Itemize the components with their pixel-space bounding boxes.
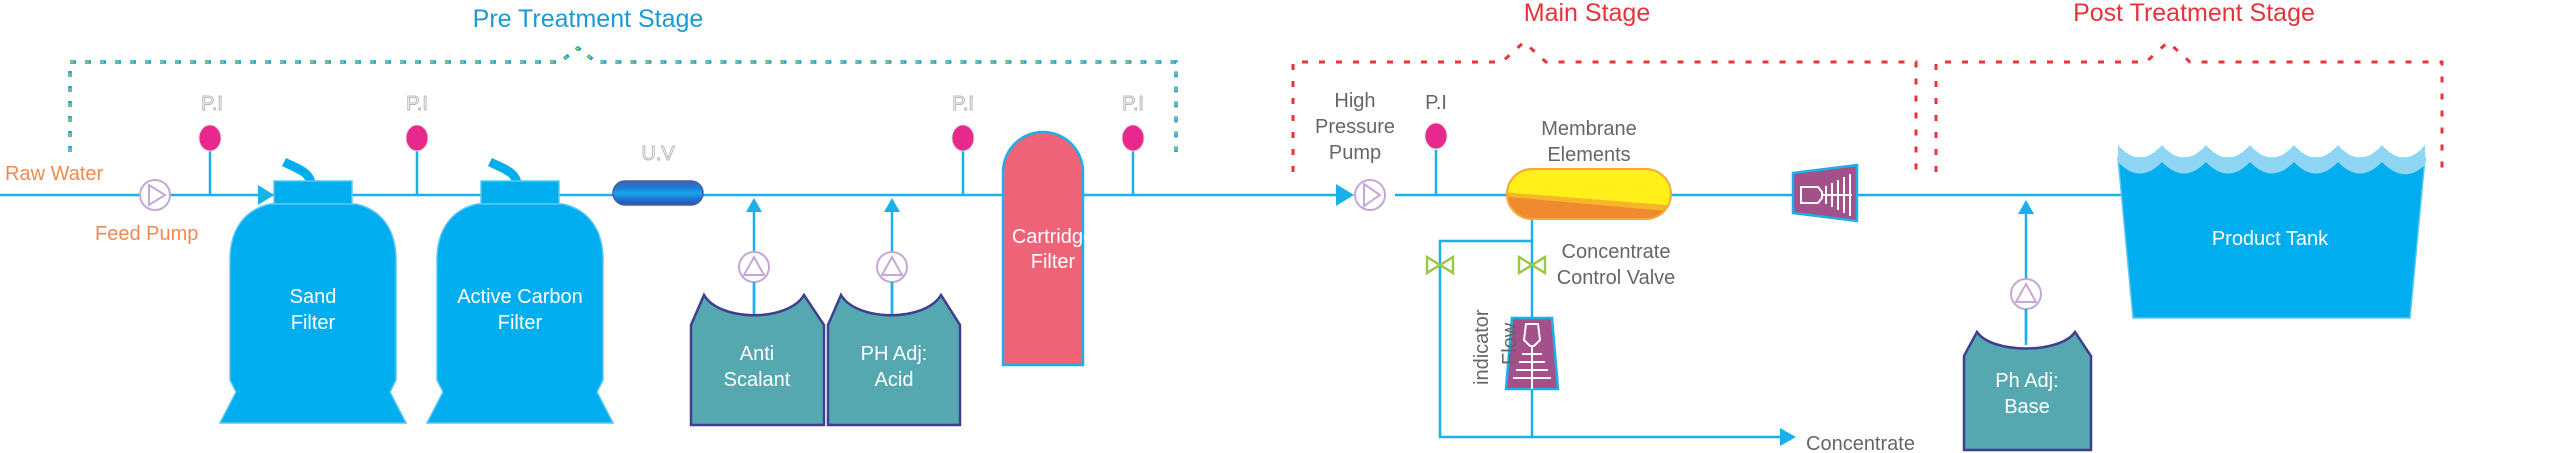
permeate-flow-meter[interactable] bbox=[1791, 163, 1859, 223]
bypass-valve[interactable] bbox=[1425, 254, 1455, 276]
pressure-gauge-icon bbox=[1121, 124, 1145, 152]
uv-sterilizer[interactable] bbox=[612, 180, 704, 206]
pressure-gauge-icon bbox=[951, 124, 975, 152]
post-treatment-stage-bracket bbox=[1934, 39, 2444, 172]
membrane-label-1: Membrane bbox=[1541, 118, 1637, 140]
pressure-indicator-2-label: P.I bbox=[406, 93, 428, 115]
feed-pump-icon[interactable] bbox=[139, 179, 171, 211]
concentrate-outlet-label: Concentrate bbox=[1806, 433, 1915, 453]
ccv-label-1: Concentrate bbox=[1562, 241, 1671, 263]
product-tank-label: Product Tank bbox=[2212, 228, 2329, 250]
pressure-indicator-3-label: P.I bbox=[952, 93, 974, 115]
pressure-indicator-1-label: P.I bbox=[201, 93, 223, 115]
ph-base-label-1: Ph Adj: bbox=[1995, 370, 2058, 392]
flow-indicator-label-2: indicator bbox=[1471, 309, 1493, 385]
cartridge-filter-label-1: Cartridge bbox=[1012, 226, 1094, 248]
flow-arrow-icon bbox=[258, 185, 274, 205]
sand-filter-label-1: Sand bbox=[290, 286, 337, 308]
raw-water-label: Raw Water bbox=[5, 163, 104, 185]
arrow-up-icon bbox=[2018, 200, 2034, 214]
pre-treatment-stage-bracket bbox=[68, 45, 1178, 152]
pre-treatment-stage-title: Pre Treatment Stage bbox=[473, 5, 704, 33]
pressure-indicator-4[interactable] bbox=[1121, 124, 1145, 195]
concentrate-flow-meter[interactable] bbox=[1504, 316, 1560, 391]
pressure-gauge-icon bbox=[405, 124, 429, 152]
uv-label: U.V bbox=[641, 143, 675, 165]
main-stage-bracket bbox=[1291, 39, 1918, 172]
anti-scalant-dosing[interactable]: Anti Scalant bbox=[689, 198, 826, 427]
ph-base-label-2: Base bbox=[2004, 396, 2050, 418]
pressure-indicator-1[interactable] bbox=[198, 124, 222, 195]
carbon-filter-label-2: Filter bbox=[498, 312, 543, 334]
anti-scalant-label-1: Anti bbox=[740, 343, 774, 365]
membrane-label-2: Elements bbox=[1547, 144, 1630, 166]
cartridge-filter-label-2: Filter bbox=[1031, 251, 1076, 273]
anti-scalant-label-2: Scalant bbox=[724, 369, 791, 391]
ph-acid-label-2: Acid bbox=[875, 369, 914, 391]
pressure-indicator-2[interactable] bbox=[405, 124, 429, 195]
ph-acid-label-1: PH Adj: bbox=[861, 343, 928, 365]
pressure-indicator-5[interactable] bbox=[1424, 122, 1448, 195]
flow-arrow-icon bbox=[1336, 184, 1354, 206]
pressure-indicator-4-label: P.I bbox=[1122, 93, 1144, 115]
arrow-right-icon bbox=[1780, 428, 1796, 446]
pressure-gauge-icon bbox=[198, 124, 222, 152]
post-treatment-stage-title: Post Treatment Stage bbox=[2073, 0, 2315, 27]
pressure-indicator-3[interactable] bbox=[951, 124, 975, 195]
sand-filter[interactable]: Sand Filter bbox=[218, 157, 408, 424]
ph-base-dosing[interactable]: Ph Adj: Base bbox=[1962, 200, 2093, 452]
membrane-elements[interactable] bbox=[1500, 168, 1680, 225]
carbon-filter-label-1: Active Carbon bbox=[457, 286, 583, 308]
ccv-label-2: Control Valve bbox=[1557, 267, 1676, 289]
hp-pump-label-1: High bbox=[1334, 90, 1375, 112]
pressure-indicator-5-label: P.I bbox=[1425, 92, 1447, 114]
feed-pump-label: Feed Pump bbox=[95, 223, 198, 245]
hp-pump-label-2: Pressure bbox=[1315, 116, 1395, 138]
concentrate-control-valve[interactable] bbox=[1517, 254, 1547, 276]
sand-filter-label-2: Filter bbox=[291, 312, 336, 334]
cartridge-filter[interactable]: Cartridge Filter bbox=[1001, 130, 1094, 367]
hp-pump-label-3: Pump bbox=[1329, 142, 1381, 164]
product-tank[interactable]: Product Tank bbox=[2117, 145, 2426, 319]
arrow-up-icon bbox=[746, 198, 762, 212]
high-pressure-pump-icon[interactable] bbox=[1354, 179, 1386, 211]
pressure-gauge-icon bbox=[1424, 122, 1448, 150]
arrow-up-icon bbox=[884, 198, 900, 212]
active-carbon-filter[interactable]: Active Carbon Filter bbox=[425, 157, 615, 424]
main-stage-title: Main Stage bbox=[1524, 0, 1650, 27]
ph-acid-dosing[interactable]: PH Adj: Acid bbox=[826, 198, 962, 427]
flow-indicator-label-1: Flow bbox=[1499, 322, 1521, 365]
